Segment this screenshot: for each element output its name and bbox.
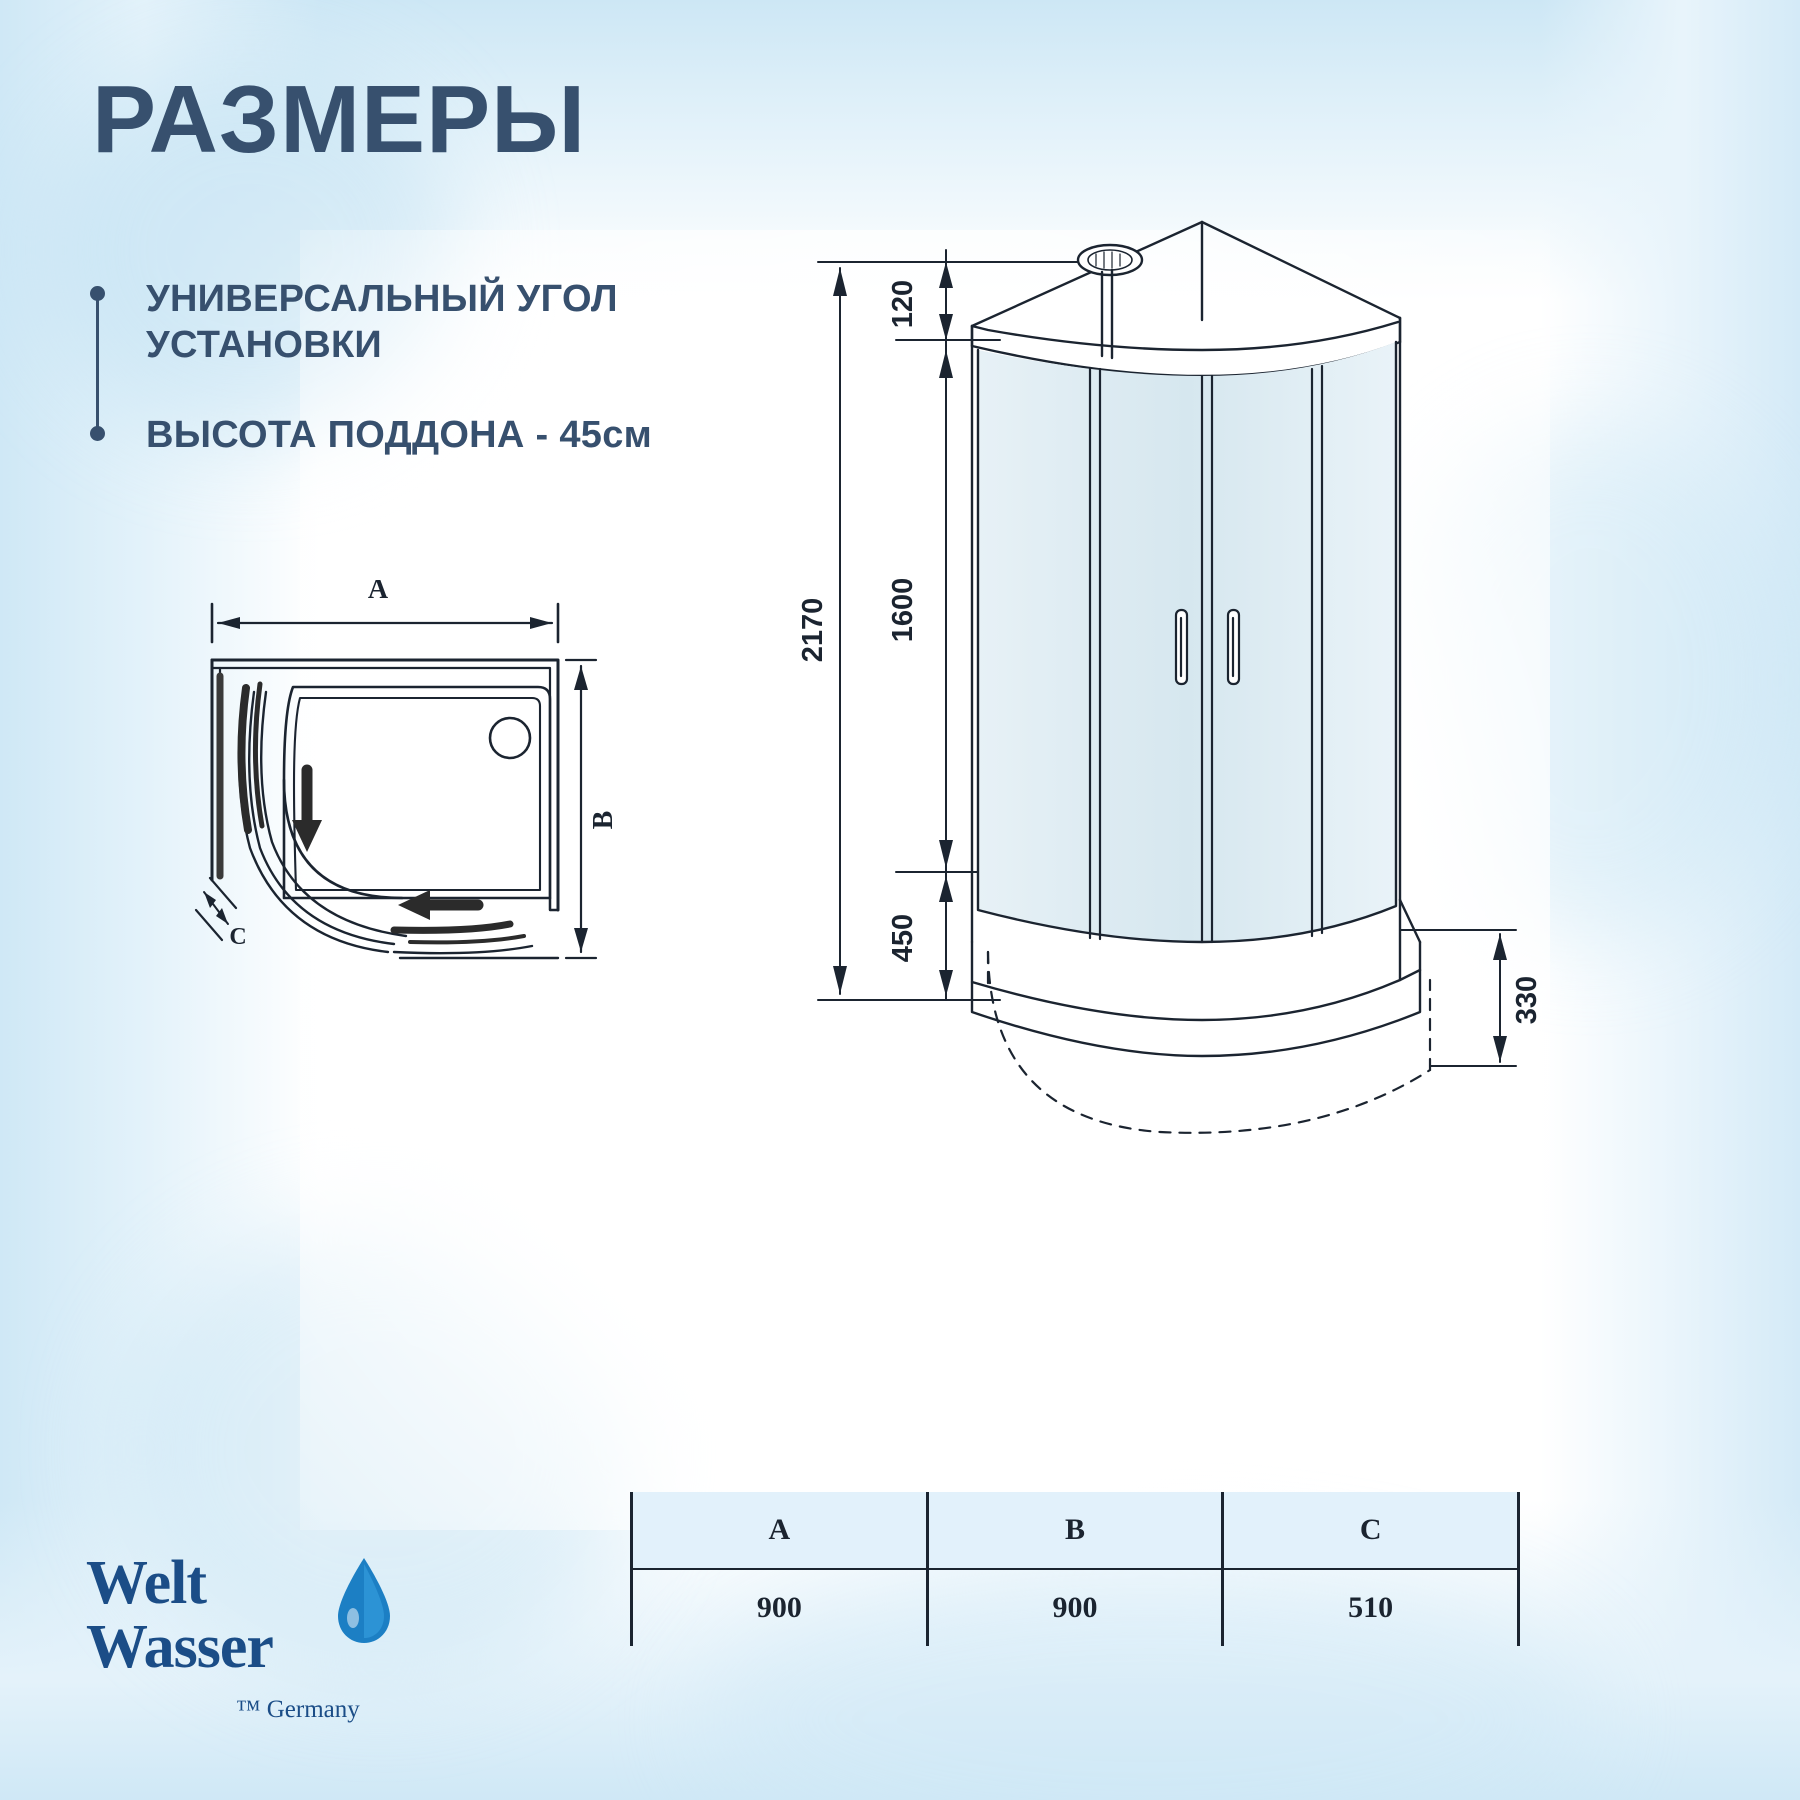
bullet-dot-1 [90,286,105,301]
dim-2170-arrow-bottom [833,966,847,994]
logo-line-wasser: Wasser [86,1613,274,1681]
dimension-table: A B C 900 900 510 [630,1492,1520,1646]
bullet-label-install-angle: УНИВЕРСАЛЬНЫЙ УГОЛ УСТАНОВКИ [146,278,618,367]
shower-head-icon [1076,243,1144,360]
dim-120-arrow-top [939,262,953,288]
dim-120-arrow-bottom [939,314,953,340]
door-leaf-bottom [390,920,514,934]
table-cell-b: 900 [925,1568,1225,1646]
tray-top-edge [970,898,1402,1022]
page-title: РАЗМЕРЫ [92,66,587,173]
dim-label-450: 450 [887,914,919,962]
table-header-a: A [630,1492,929,1569]
dim-b-arrow-top [574,666,588,690]
dim-1600-arrow-bottom [939,840,953,868]
top-view-diagram: A B C [194,580,619,960]
tray-outline-inner [292,696,542,892]
dim-330-arrow-top [1493,934,1507,960]
top-rail-front [970,320,1400,352]
table-cell-a: 900 [630,1568,929,1646]
dim-label-b: B [588,811,619,830]
door-travel-arrow-down [292,764,322,852]
water-drop-icon [338,1558,390,1643]
tray-right-edge-top [1398,898,1422,944]
door-handle-left [1174,608,1189,686]
door-rail-inner [248,690,396,946]
tray-right-bevel [1398,968,1422,982]
door-track-bottom [392,944,534,955]
dim-330-arrow-bottom [1493,1036,1507,1062]
dim-1600-arrow-top [939,350,953,378]
outer-wall-outline [210,658,560,912]
dim-c-arrow-a [204,892,216,908]
door-leaf-bottom-2 [408,934,526,945]
door-handle-right [1226,608,1241,686]
table-header-row: A B C [630,1492,1520,1569]
logo-tagline: ™ Germany [236,1696,360,1723]
bullet-rail [96,292,99,440]
dim-label-2170: 2170 [800,598,829,663]
tray-hidden-curve [986,950,1432,1134]
dim-a-arrow-right [530,617,552,629]
dim-b-arrow-bottom [574,928,588,952]
table-row: 900 900 510 [630,1568,1520,1646]
dim-c-ext-2 [194,908,224,942]
outer-wall-bottom-right [548,896,560,912]
dim-c-arrow-b [216,908,228,924]
dim-c-ext-1 [208,876,238,910]
drain-hole-icon [488,716,532,760]
dim-label-1600: 1600 [887,578,919,643]
dim-label-120: 120 [887,280,919,328]
dim-a-arrow-left [218,617,240,629]
tray-quadrant-curve [282,778,404,900]
top-frame-back-left [970,220,1204,328]
door-leaf-left-2 [252,681,265,829]
brand-logo: Welt Wasser ™ Germany [86,1548,466,1738]
dim-2170-arrow-top [833,268,847,296]
logo-line-welt: Welt [86,1549,207,1617]
door-panel-track [260,690,408,938]
door-travel-arrow-left [398,890,484,920]
bullet-label-tray-height: ВЫСОТА ПОДДОНА - 45см [146,414,653,456]
table-header-b: B [925,1492,1225,1569]
top-frame-back-right [1200,220,1402,320]
dim-label-a: A [368,580,389,605]
dim-450-arrow-top [939,876,953,902]
dim-label-c: C [229,924,246,950]
tray-outline-outer [282,685,552,900]
dim-450-arrow-bottom [939,970,953,996]
bullet-dot-2 [90,426,105,441]
table-cell-c: 510 [1221,1568,1520,1646]
isometric-diagram: 120 2170 1600 450 330 [800,220,1543,1134]
table-header-c: C [1221,1492,1520,1569]
door-leaf-left [237,684,252,834]
dim-label-330: 330 [1511,976,1543,1024]
tray-front-face [970,940,1422,1058]
